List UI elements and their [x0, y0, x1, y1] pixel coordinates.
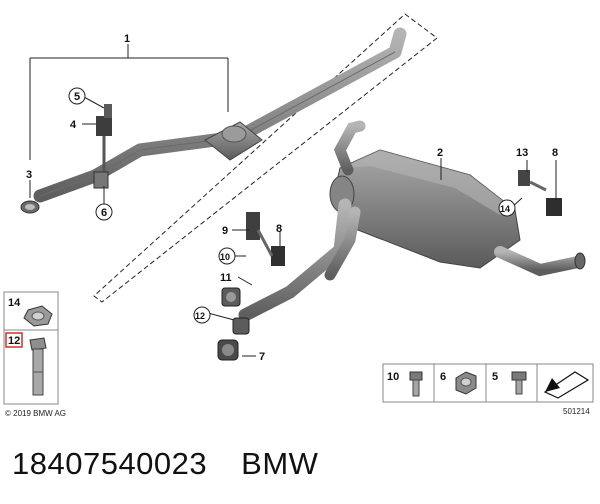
rear-muffler [329, 120, 586, 277]
diagram-id: 501214 [563, 407, 590, 416]
rubber-mount-12 [232, 317, 250, 335]
hex-nut-icon [455, 371, 477, 395]
right-hanger-bracket [518, 170, 562, 216]
callout-12: 12 [195, 311, 205, 321]
callout-13: 13 [516, 147, 528, 159]
flange-bolt-icon [511, 371, 527, 395]
legend-left-12-highlight [5, 332, 23, 348]
callout-8-right: 8 [552, 147, 558, 159]
rubber-mount-7 [217, 339, 239, 361]
callout-circles [68, 87, 516, 324]
middle-hanger-bracket [246, 212, 285, 266]
copyright-text: © 2019 BMW AG [5, 409, 66, 418]
part-number: 18407540023 [12, 446, 208, 481]
callout-5: 5 [74, 91, 80, 103]
clamp-part [20, 200, 40, 214]
direction-arrow-icon [543, 371, 590, 399]
callout-4: 4 [70, 119, 77, 131]
legend-right-5: 5 [492, 371, 498, 383]
callout-14: 14 [500, 204, 510, 214]
legend-left-12: 12 [8, 335, 20, 347]
callout-9: 9 [222, 225, 228, 237]
callout-2: 2 [437, 147, 443, 159]
part-number-caption: 18407540023 BMW [12, 442, 318, 486]
callout-6: 6 [101, 207, 107, 219]
exhaust-system-diagram: 1 2 3 4 5 6 7 8 8 9 10 11 12 13 14 14 12… [3, 13, 594, 418]
legend-right-6: 6 [440, 371, 446, 383]
leader-lines [29, 96, 557, 357]
callout-8-middle: 8 [276, 223, 282, 235]
assembly-dashed-outline [93, 13, 438, 303]
right-parts-legend: 10 6 5 [382, 363, 594, 403]
callout-11: 11 [220, 272, 232, 284]
callout-10: 10 [220, 252, 230, 262]
callout-1: 1 [124, 33, 130, 45]
callout-3: 3 [26, 169, 32, 181]
rubber-mount-11 [221, 287, 241, 307]
brand-name: BMW [241, 446, 319, 481]
screw-icon [409, 371, 423, 397]
front-hanger-bracket [93, 104, 112, 189]
callout-7: 7 [259, 351, 265, 363]
bracket-item-1 [29, 44, 229, 160]
legend-left-14: 14 [8, 297, 21, 309]
flange-nut-icon [23, 305, 53, 327]
legend-right-10: 10 [387, 371, 399, 383]
bolt-icon [29, 337, 47, 396]
catalytic-converter [204, 121, 263, 161]
left-parts-legend: 14 12 [3, 291, 59, 405]
rear-connecting-pipe [238, 198, 361, 322]
